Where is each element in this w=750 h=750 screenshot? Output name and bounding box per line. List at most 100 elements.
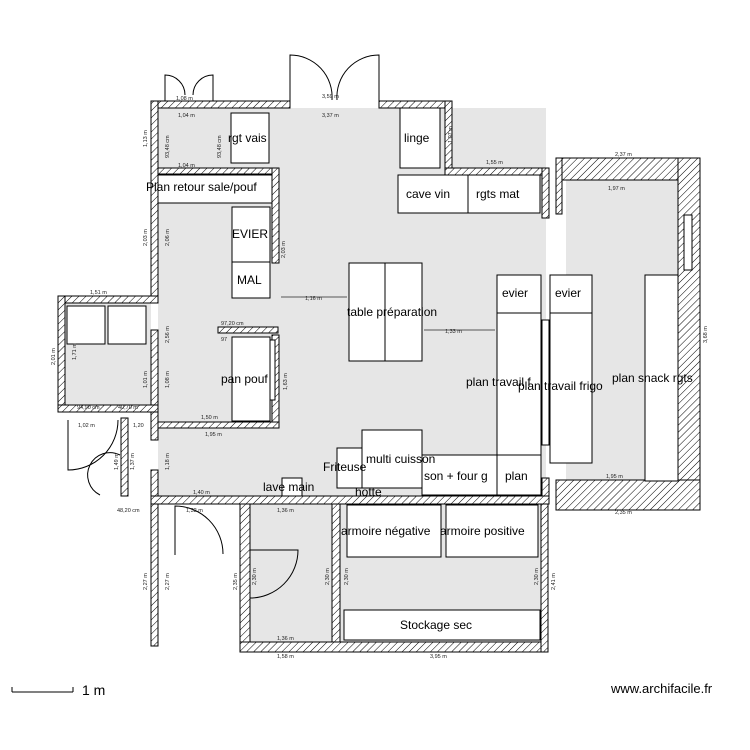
dimension-label: 2,30 m <box>534 568 540 585</box>
scale-bar <box>11 687 74 693</box>
dimension-label: 2,06 m <box>165 229 171 246</box>
dimension-label: 1,63 m <box>283 373 289 390</box>
dimension-label: 2,30 m <box>325 568 331 585</box>
four-unit <box>421 454 498 496</box>
room-label: Plan retour sale/pouf <box>146 180 257 194</box>
dimension-label: 1,51 m <box>90 290 107 296</box>
room-label: MAL <box>237 273 262 287</box>
armoire-negative-unit <box>346 504 442 558</box>
side-unit <box>107 305 147 345</box>
wall <box>150 100 291 109</box>
dimension-label: 1,71 m <box>72 343 78 360</box>
dimension-label: 2,35 m <box>233 573 239 590</box>
armoire-positive-unit <box>445 504 539 558</box>
room-label: rgts mat <box>476 187 520 201</box>
dimension-label: 48,20 cm <box>117 508 140 514</box>
stair-area <box>165 118 215 164</box>
doors <box>67 54 693 599</box>
dimension-label: 1,08 m <box>165 371 171 388</box>
dimension-arrows <box>281 296 495 331</box>
dimension-labels: 1,08 m 1,04 m 1,04 m 3,59 m 3,37 m 1,07 … <box>51 94 709 660</box>
walls <box>57 100 701 653</box>
dimension-label: 97,20 cm <box>221 321 244 327</box>
dimension-label: 1,16 m <box>305 296 322 302</box>
room-label: evier <box>502 286 528 300</box>
dimension-label: 1,20 <box>133 423 144 429</box>
dimension-label: 97 <box>221 337 227 343</box>
room-labels: rgt vais linge Plan retour sale/pouf EVI… <box>146 131 693 632</box>
small-door <box>192 74 214 101</box>
dimension-label: 1,33 m <box>445 329 462 335</box>
wall <box>120 417 129 497</box>
wall <box>239 503 251 653</box>
room-label: pan pouf <box>221 372 268 386</box>
dimension-label: 1,50 m <box>201 415 218 421</box>
wall <box>57 295 66 413</box>
plan-unit <box>496 454 542 496</box>
wall <box>57 295 159 304</box>
cave-vin-unit <box>397 174 469 214</box>
dimension-label: 2,56 m <box>165 326 171 343</box>
dimension-label: 40,70 m <box>118 405 138 411</box>
dimension-label: 2,27 m <box>165 573 171 590</box>
furniture <box>66 107 679 641</box>
dimension-label: 1,07 m <box>448 126 454 143</box>
wc-door <box>249 549 299 599</box>
room-label: rgt vais <box>228 131 267 145</box>
dimension-label: 1,36 m <box>277 636 294 642</box>
dimension-label: 1,55 m <box>486 160 503 166</box>
wall <box>555 157 563 215</box>
room-label: Stockage sec <box>400 618 472 632</box>
wall <box>239 641 549 653</box>
wall <box>150 100 159 298</box>
lave-main-unit <box>281 477 303 497</box>
dimension-label: 1,95 m <box>606 474 623 480</box>
room-label: hotte <box>355 485 382 499</box>
dimension-label: 1,04 m <box>178 113 195 119</box>
evier-unit-1 <box>496 274 542 314</box>
double-door <box>336 54 380 108</box>
room-label: Friteuse <box>323 460 367 474</box>
dimension-label: 1,32 m <box>186 508 203 514</box>
wall <box>217 326 279 334</box>
wall <box>677 157 701 511</box>
dimension-label: 1,02 m <box>78 423 95 429</box>
dimension-label: 2,01 m <box>51 348 57 365</box>
dimension-label: 3,68 m <box>703 326 709 343</box>
dimension-label: 1,01 m <box>143 371 149 388</box>
entrance-door <box>67 419 119 471</box>
dimension-label: 3,37 m <box>322 113 339 119</box>
room-label: armoire négative <box>341 524 431 538</box>
plan-travail-frigo-unit <box>549 312 593 464</box>
dimension-label: 1,08 m <box>176 96 193 102</box>
wall <box>150 329 159 441</box>
room-label: linge <box>404 131 430 145</box>
dimension-label: 2,41 m <box>551 573 557 590</box>
dimension-label: 2,03 m <box>143 229 149 246</box>
wall <box>555 479 701 511</box>
dimension-label: 2,03 m <box>281 241 287 258</box>
dimension-label: 1,18 m <box>165 453 171 470</box>
stockage-sec-unit <box>343 609 541 641</box>
dimension-label: 2,30 m <box>252 568 258 585</box>
dimension-label: 2,35 m <box>615 510 632 516</box>
dimension-label: 2,37 m <box>615 152 632 158</box>
dimension-label: 93,48 cm <box>217 135 223 158</box>
wc-floor <box>250 504 332 642</box>
dimension-label: 2,27 m <box>143 573 149 590</box>
wall <box>57 404 159 413</box>
plan-snack-unit <box>644 274 679 482</box>
room-door <box>174 505 224 555</box>
side-unit <box>66 305 106 345</box>
double-door <box>289 54 333 108</box>
wall <box>540 503 549 653</box>
window <box>541 319 550 446</box>
dimension-label: 1,37 m <box>130 453 136 470</box>
dimension-label: 2,30 m <box>344 568 350 585</box>
dimension-label: 93,48 cm <box>165 135 171 158</box>
mal-unit <box>231 261 271 299</box>
room-label: plan travail f <box>466 375 531 389</box>
dimension-label: 1,97 m <box>608 186 625 192</box>
dimension-label: 3,95 m <box>430 654 447 660</box>
